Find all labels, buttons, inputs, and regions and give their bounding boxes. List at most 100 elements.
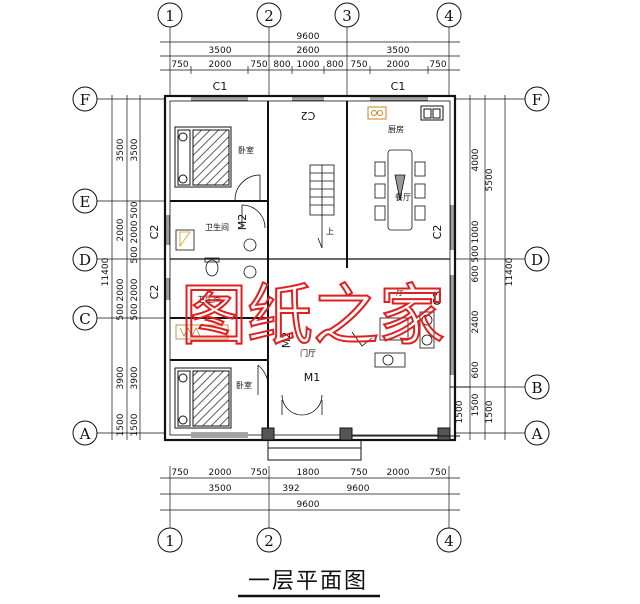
- axis-bubble-left-A: A: [72, 420, 98, 446]
- drawing-title: 一层平面图: [248, 569, 368, 594]
- axis-label: 2: [264, 7, 274, 25]
- axis-label: B: [531, 379, 542, 397]
- axis-bubble-left-F: F: [72, 86, 98, 112]
- dim-left-inner: 3500 2000 2000 3900 500 1500: [116, 138, 126, 436]
- door-m2-lower: M2: [280, 332, 293, 349]
- dim-label: 1800: [297, 468, 320, 478]
- dim-label: 750: [171, 60, 188, 70]
- bathroom-labels: 卫生间 卫生间: [197, 222, 229, 304]
- dim-left-side: 3500 500 2000 500 2000 500 3900 1500: [130, 138, 140, 436]
- dim-label: 750: [350, 468, 367, 478]
- window-c2-left-upper: C2: [148, 225, 161, 240]
- dim-label: 750: [429, 60, 446, 70]
- dim-left-outer: 11400: [101, 257, 111, 286]
- dim-label: 750: [250, 468, 267, 478]
- dim-label: 1500: [455, 400, 465, 423]
- bed-lower: [174, 367, 232, 429]
- top-dimension-lines: [160, 41, 460, 74]
- door-swings: [234, 174, 323, 416]
- dim-label: 3500: [209, 46, 232, 56]
- dim-label: 500: [130, 303, 140, 320]
- dim-label: 2000: [387, 60, 410, 70]
- dim-top-mid: 3500 2600 3500: [209, 46, 410, 56]
- dim-right-side: 4000 1000 500 600 2400 600 1500 1500: [455, 148, 481, 423]
- dim-label: 2000: [387, 468, 410, 478]
- room-bedroom-lower: 卧室: [236, 380, 252, 390]
- axis-label: A: [531, 425, 543, 443]
- axis-bubble-left-C: C: [72, 305, 98, 331]
- dim-label: 750: [250, 60, 267, 70]
- dim-label: 2000: [209, 60, 232, 70]
- room-hall: 门厅: [300, 348, 316, 358]
- left-axis-bubbles: F E D C A: [72, 86, 98, 446]
- axis-label: 1: [165, 532, 175, 550]
- axis-bubble-top-1: 1: [157, 2, 183, 28]
- dim-label: 4000: [471, 148, 481, 171]
- axis-bubble-top-3: 3: [334, 2, 360, 28]
- axis-bubble-right-F: F: [524, 86, 550, 112]
- axis-label: 2: [264, 532, 274, 550]
- dim-label: 1000: [471, 220, 481, 243]
- axis-label: A: [79, 425, 91, 443]
- axis-label: 4: [444, 7, 454, 25]
- bottom-axis-bubbles: 1 2 4: [157, 527, 462, 553]
- dim-label: 750: [350, 60, 367, 70]
- axis-bubble-right-B: B: [524, 374, 550, 400]
- dim-label: 1500: [116, 413, 126, 436]
- axis-bubble-left-D: D: [72, 246, 98, 272]
- dim-label: 2000: [130, 278, 140, 301]
- kitchen-counter: [367, 105, 444, 121]
- axis-label: F: [532, 91, 542, 109]
- right-axis-bubbles: F D B A: [524, 86, 550, 446]
- axis-bubble-right-A: A: [524, 420, 550, 446]
- window-c1-top-right: C1: [391, 80, 406, 93]
- dim-label: 392: [282, 484, 299, 494]
- dim-bottom-small: 750 2000 750 1800 750 2000 750: [171, 468, 446, 478]
- dim-label: 5500: [485, 168, 495, 191]
- dim-label: 500: [116, 303, 126, 320]
- dim-label: 2000: [116, 278, 126, 301]
- axis-label: 3: [342, 7, 352, 25]
- dim-right-outer: 11400: [505, 257, 515, 286]
- axis-lines-top: [169, 27, 450, 96]
- dim-bottom-mid: 3500 392 9600: [209, 484, 370, 494]
- door-m2-upper: M2: [236, 214, 249, 231]
- dim-label: 750: [429, 468, 446, 478]
- windows-top: [166, 97, 454, 438]
- axis-label: 4: [444, 532, 454, 550]
- dim-label: 600: [471, 361, 481, 378]
- axis-lines-left: [97, 95, 165, 440]
- dim-label: 500: [130, 201, 140, 218]
- bathroom-fixtures: [175, 229, 257, 340]
- dim-label: 1000: [297, 60, 320, 70]
- stair-label: 上: [326, 227, 334, 236]
- axis-label: 1: [165, 7, 175, 25]
- dining-table: [374, 149, 426, 231]
- dim-label: 2000: [209, 468, 232, 478]
- dim-bottom-total: 9600: [297, 500, 320, 510]
- room-kitchen: 厨房: [388, 124, 404, 134]
- dim-label: 800: [273, 60, 290, 70]
- axis-bubble-bottom-4: 4: [436, 527, 462, 553]
- axis-bubble-top-4: 4: [436, 2, 462, 28]
- axis-bubble-right-D: D: [524, 246, 550, 272]
- window-c2-left-lower: C2: [148, 285, 161, 300]
- top-axis-bubbles: 1 2 3 4: [157, 2, 462, 28]
- axis-label: C: [79, 310, 90, 328]
- bed-upper: [174, 126, 232, 188]
- window-c2-right: C2: [431, 225, 444, 240]
- axis-label: F: [80, 91, 90, 109]
- axis-label: D: [531, 251, 543, 269]
- dim-label: 1500: [130, 413, 140, 436]
- dim-label: 3500: [130, 138, 140, 161]
- dim-label: 1500: [471, 393, 481, 416]
- dim-label: 3500: [387, 46, 410, 56]
- room-living: 厅: [396, 288, 404, 297]
- axis-bubble-bottom-1: 1: [157, 527, 183, 553]
- room-bath-lower: 卫生间: [197, 294, 221, 304]
- room-bedroom-upper: 卧室: [238, 145, 254, 155]
- dim-label: 9600: [347, 484, 370, 494]
- axis-bubble-bottom-2: 2: [256, 527, 282, 553]
